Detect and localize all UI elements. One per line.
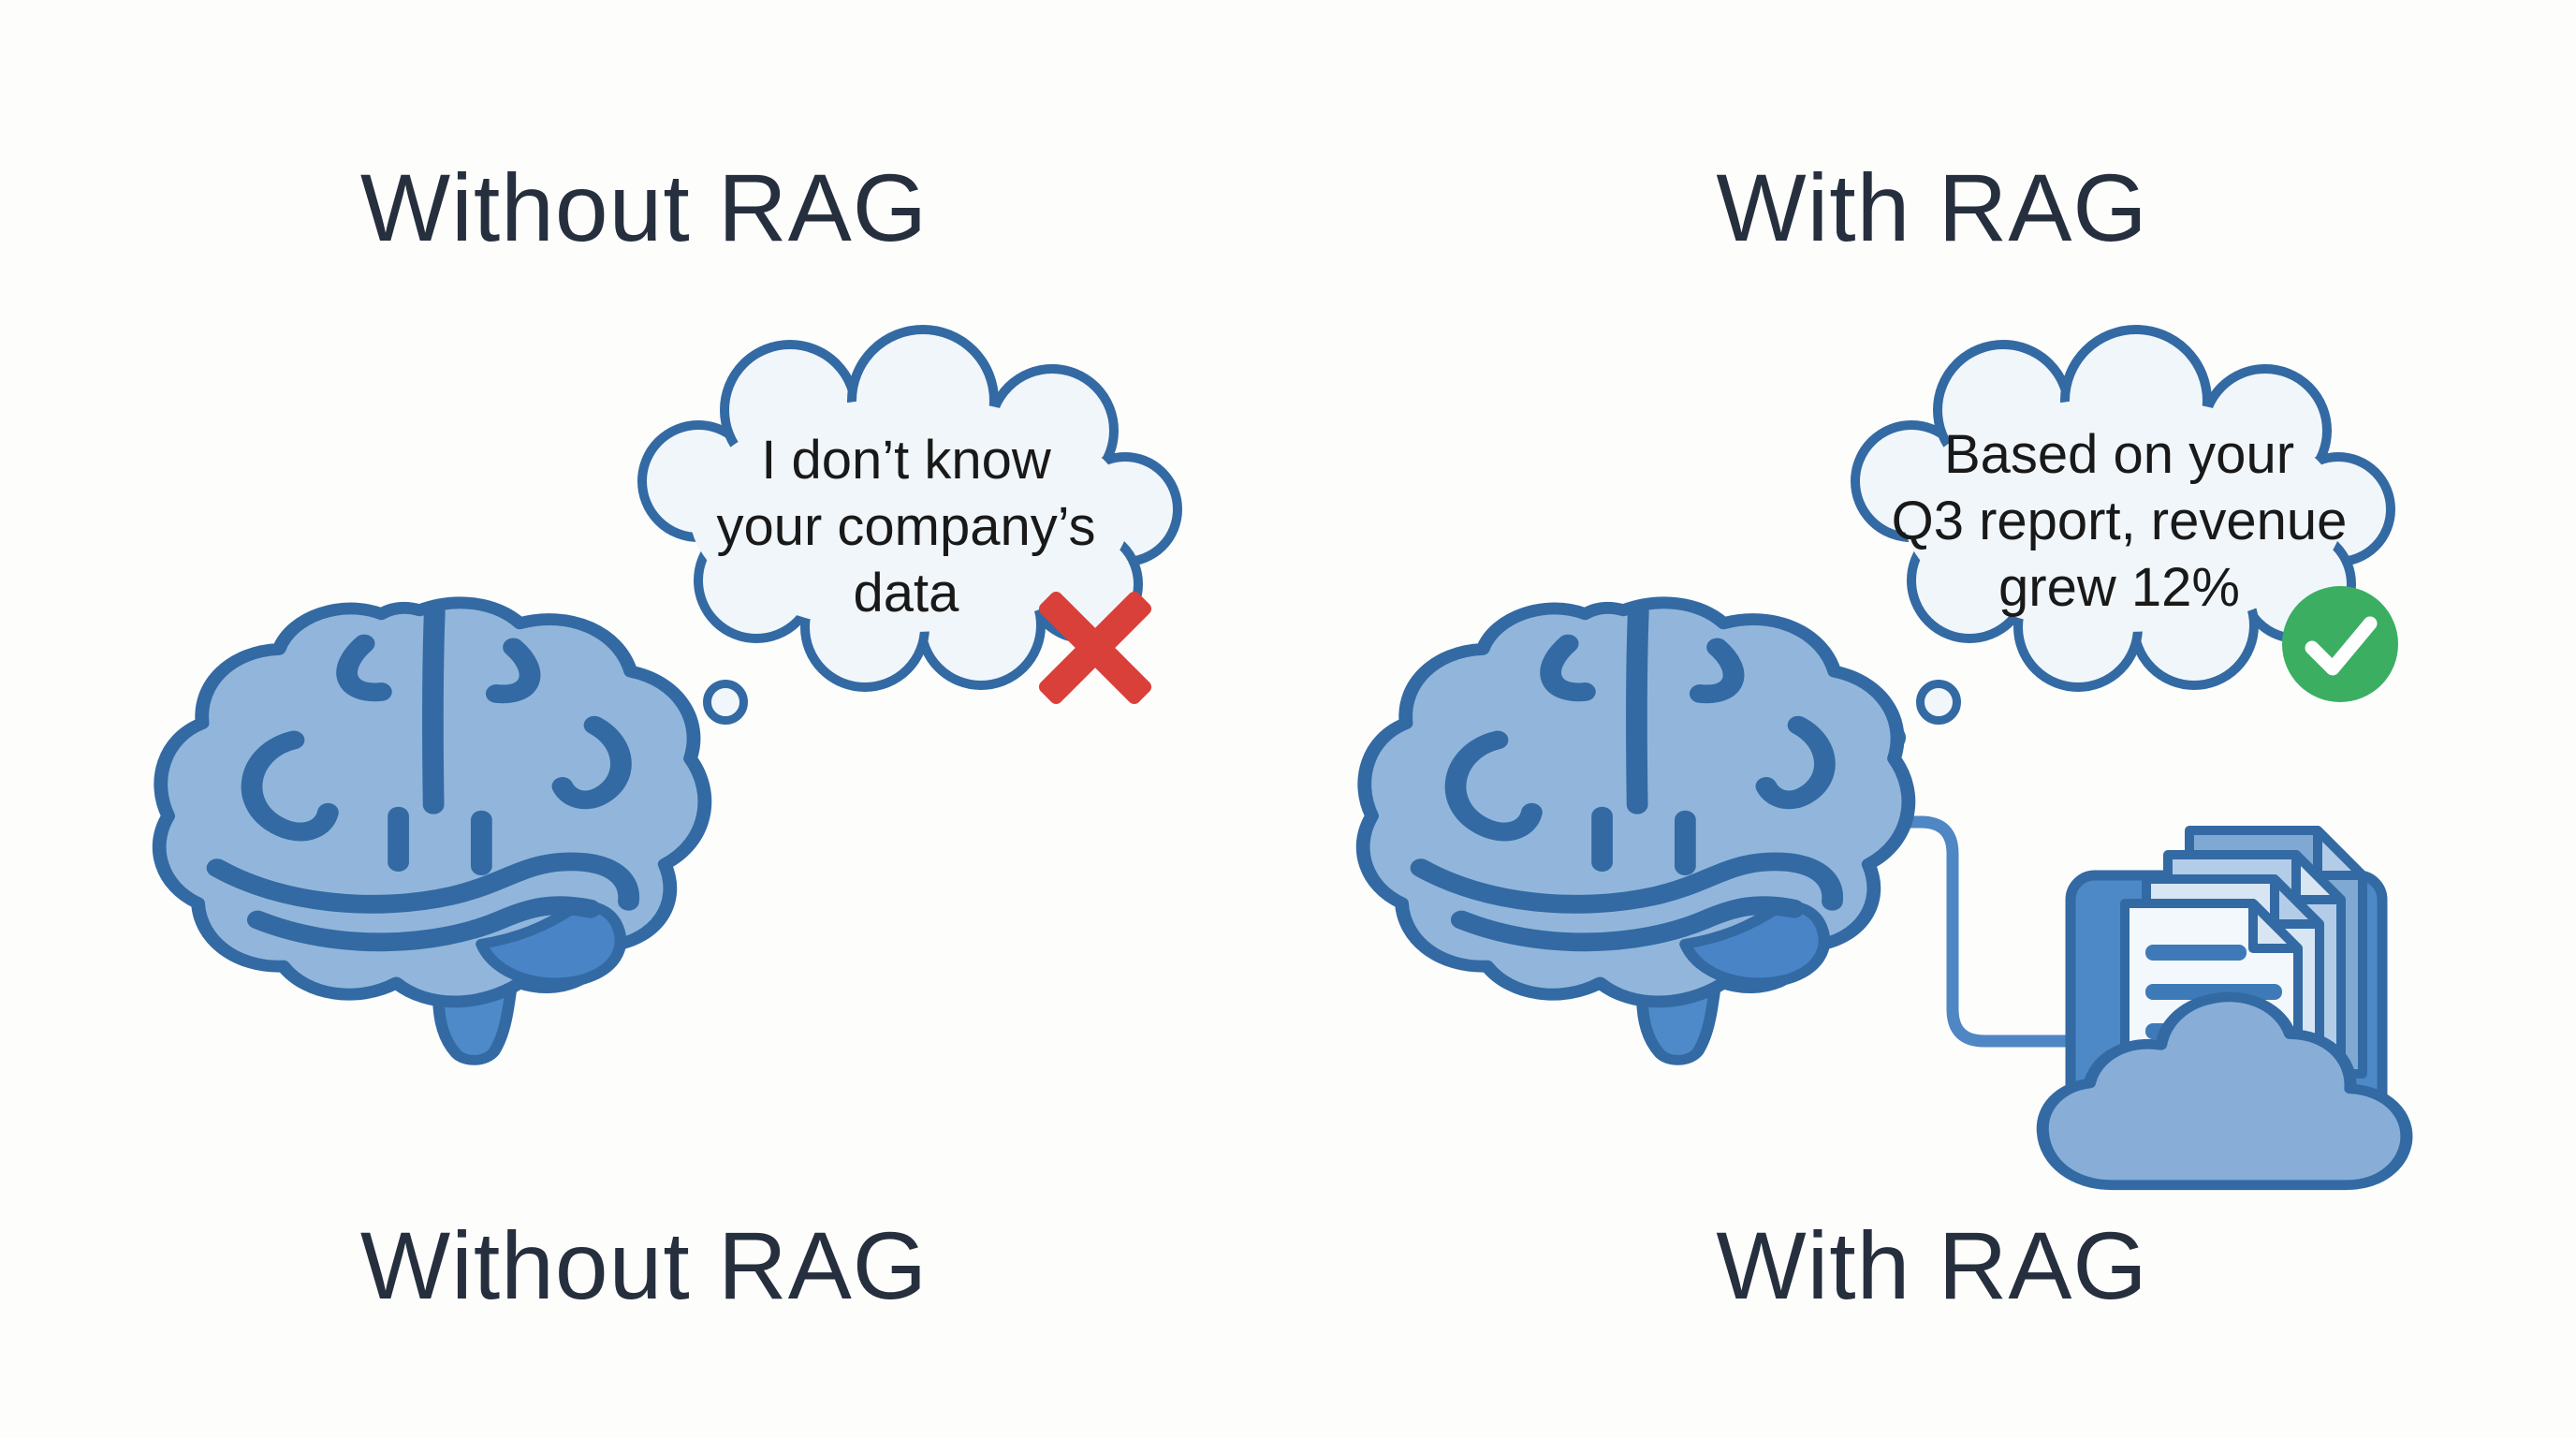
thought-trail-dot	[703, 680, 748, 725]
documents-cloud-icon	[2036, 826, 2413, 1191]
check-icon	[2282, 586, 2398, 702]
right-title-bottom: With RAG	[1716, 1212, 2148, 1319]
bubble-line: grew 12%	[1998, 557, 2240, 618]
x-icon	[1038, 591, 1152, 705]
cloud-icon	[2036, 991, 2413, 1191]
bubble-line: Based on your	[1943, 424, 2295, 485]
bubble-message: Based on your Q3 report, revenue grew 12…	[1842, 421, 2396, 621]
left-title-top: Without RAG	[359, 154, 929, 261]
bubble-line: data	[853, 563, 959, 624]
right-title-top: With RAG	[1716, 154, 2148, 261]
bubble-line: your company’s	[716, 496, 1096, 557]
brain-icon	[1359, 594, 1913, 1066]
thought-trail-dot	[1916, 680, 1961, 725]
bubble-message: I don’t know your company’s data	[629, 427, 1183, 626]
brain-icon	[155, 594, 710, 1066]
left-title-bottom: Without RAG	[359, 1212, 929, 1319]
bubble-line: Q3 report, revenue	[1891, 491, 2348, 551]
connector-line	[1856, 815, 2077, 1048]
bubble-line: I don’t know	[761, 430, 1051, 491]
